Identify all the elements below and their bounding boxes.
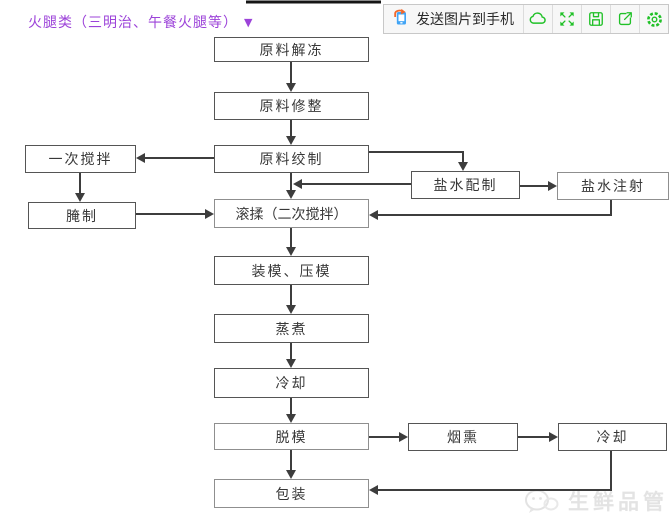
arrow-grind-to-brine-prep	[369, 151, 468, 171]
cloud-upload-button[interactable]	[523, 5, 552, 33]
fullscreen-icon	[557, 9, 577, 29]
category-dropdown[interactable]: 火腿类（三明治、午餐火腿等） ▼	[28, 12, 253, 32]
send-to-phone-button[interactable]: 发送图片到手机	[384, 5, 523, 33]
node-brine-prep: 盐水配制	[411, 171, 520, 199]
node-steam: 蒸煮	[214, 314, 369, 343]
arrow-demold-to-smoke	[369, 432, 408, 442]
node-cool-1-label: 冷却	[275, 376, 308, 392]
node-smoke: 烟熏	[408, 423, 518, 451]
arrow-cool1-to-demold	[286, 398, 296, 423]
node-cure: 腌制	[28, 202, 136, 229]
arrow-grind-to-tumble	[286, 173, 296, 199]
node-thaw-label: 原料解冻	[259, 42, 324, 59]
settings-gear-icon	[644, 9, 665, 30]
node-pack-label: 包装	[275, 486, 308, 503]
arrow-tumble-to-mold	[286, 228, 296, 256]
arrow-trim-to-grind	[286, 120, 296, 145]
node-tumble: 滚揉（二次搅拌）	[214, 199, 369, 228]
node-smoke-label: 烟熏	[447, 430, 479, 446]
cloud-icon	[527, 8, 549, 30]
image-toolbar: 发送图片到手机	[383, 4, 669, 34]
node-brine-inject-label: 盐水注射	[581, 179, 645, 195]
node-steam-label: 蒸煮	[275, 321, 308, 338]
node-first-stir: 一次搅拌	[25, 145, 136, 173]
arrow-demold-to-pack	[286, 450, 296, 479]
node-cool-1: 冷却	[214, 368, 369, 398]
category-title: 火腿类（三明治、午餐火腿等）	[28, 15, 238, 31]
node-trim: 原料修整	[214, 92, 369, 120]
node-demold: 脱模	[214, 423, 369, 450]
arrow-brine-prep-to-junction	[293, 179, 411, 189]
node-grind-label: 原料绞制	[259, 152, 324, 168]
arrow-mold-to-steam	[286, 285, 296, 314]
arrow-cool2-to-pack	[369, 451, 612, 495]
arrow-cure-to-tumble	[136, 209, 214, 219]
arrow-smoke-to-cool2	[518, 432, 558, 442]
arrow-brine-inject-to-tumble	[369, 200, 612, 220]
chevron-down-icon: ▼	[244, 15, 254, 29]
fullscreen-button[interactable]	[552, 5, 581, 33]
node-mold-press: 装模、压模	[214, 256, 369, 285]
arrow-grind-to-first-stir	[136, 153, 214, 163]
arrow-thaw-to-trim	[286, 62, 296, 92]
share-icon	[615, 9, 635, 29]
node-mold-press-label: 装模、压模	[251, 263, 332, 280]
node-brine-inject: 盐水注射	[557, 172, 669, 200]
watermark: 生鲜品管	[522, 485, 668, 517]
node-thaw: 原料解冻	[214, 37, 369, 62]
phone-send-icon	[391, 7, 411, 31]
node-cure-label: 腌制	[66, 208, 98, 225]
arrow-brine-prep-to-brine-inject	[520, 181, 557, 191]
save-button[interactable]	[581, 5, 610, 33]
arrow-first-stir-to-cure	[75, 173, 85, 202]
share-button[interactable]	[610, 5, 639, 33]
node-pack: 包装	[214, 479, 369, 508]
node-first-stir-label: 一次搅拌	[48, 152, 113, 168]
node-demold-label: 脱模	[275, 429, 308, 446]
node-cool-2-label: 冷却	[596, 430, 629, 446]
settings-button[interactable]	[639, 5, 668, 33]
send-to-phone-label: 发送图片到手机	[416, 12, 514, 28]
node-trim-label: 原料修整	[259, 99, 324, 115]
node-cool-2: 冷却	[558, 423, 667, 451]
arrow-steam-to-cool1	[286, 343, 296, 368]
watermark-text: 生鲜品管	[568, 490, 668, 514]
node-tumble-label: 滚揉（二次搅拌）	[235, 206, 348, 223]
node-grind: 原料绞制	[214, 145, 369, 173]
node-brine-prep-label: 盐水配制	[433, 178, 498, 194]
save-icon	[586, 9, 606, 29]
